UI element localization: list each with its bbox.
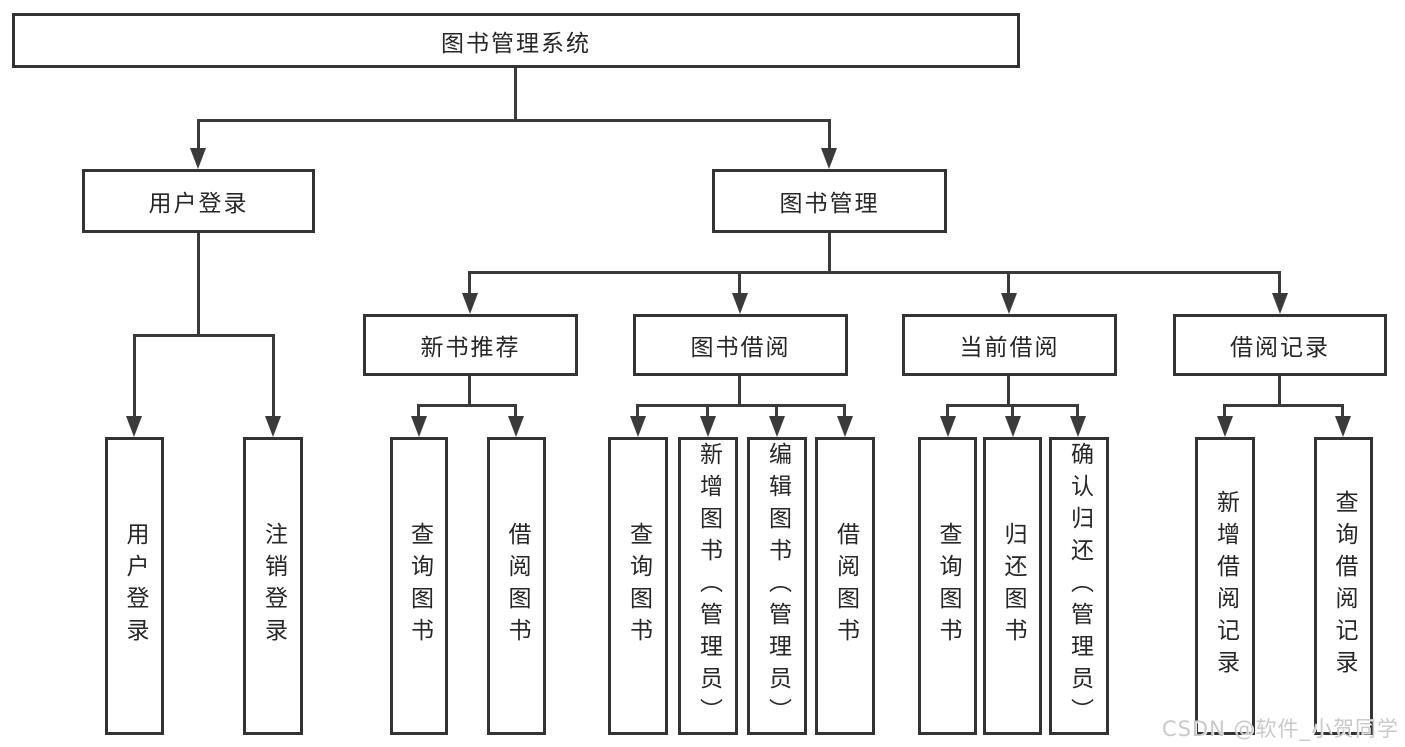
connector-drop-borrow-books-2: [843, 404, 846, 419]
connector-drop-edit-books: [775, 404, 778, 419]
connector-drop-book-management: [828, 119, 831, 151]
arrow-down-query-books-1: [411, 416, 427, 437]
leaf-query-borrow-record: 查询借阅记录: [1314, 437, 1373, 735]
connector-drop-add-books: [706, 404, 709, 419]
node-user-login-label: 用户登录: [148, 191, 249, 217]
node-root: 图书管理系统: [12, 13, 1020, 68]
arrow-down-return-books: [1005, 416, 1021, 437]
leaf-query-books-3-label: 查询图书: [935, 522, 961, 650]
connector-book-management-trunk: [828, 233, 831, 273]
connector-drop-return-books: [1011, 404, 1014, 419]
leaf-return-books-label: 归还图书: [1000, 522, 1026, 650]
arrow-down-user-login: [190, 148, 206, 169]
node-new-book-recommend: 新书推荐: [363, 314, 578, 376]
leaf-user-login: 用户登录: [105, 437, 164, 735]
arrow-down-query-books-2: [630, 416, 646, 437]
arrow-down-confirm-return: [1070, 416, 1086, 437]
connector-drop-user-login: [197, 119, 200, 151]
connector-drop-add-record: [1223, 404, 1226, 419]
connector-new-book-trunk: [468, 376, 471, 407]
arrow-down-current-borrow: [1001, 293, 1017, 314]
connector-drop-borrow-books-1: [514, 404, 517, 419]
connector-user-login-trunk: [197, 233, 200, 336]
node-borrow-records: 借阅记录: [1173, 314, 1387, 376]
connector-drop-query-books-2: [636, 404, 639, 419]
leaf-user-login-label: 用户登录: [122, 522, 148, 650]
node-book-management: 图书管理: [712, 169, 947, 233]
leaf-query-books-1: 查询图书: [390, 437, 448, 735]
leaf-confirm-return-admin-label: 确认归还（管理员）: [1066, 442, 1093, 730]
arrow-down-book-management: [821, 148, 837, 169]
connector-borrow-records-trunk: [1278, 376, 1281, 407]
arrow-down-borrow-records: [1272, 293, 1288, 314]
leaf-borrow-books-1-label: 借阅图书: [504, 522, 530, 650]
arrow-down-query-books-3: [940, 416, 956, 437]
leaf-logout: 注销登录: [243, 437, 303, 735]
connector-drop-leaf-user-login: [133, 334, 136, 419]
arrow-down-borrow-books-1: [508, 416, 524, 437]
connector-book-borrow-trunk: [738, 376, 741, 407]
node-root-label: 图书管理系统: [441, 30, 591, 57]
node-new-book-recommend-label: 新书推荐: [420, 335, 521, 361]
node-book-management-label: 图书管理: [779, 191, 880, 217]
connector-borrow-records-split: [1223, 404, 1343, 407]
node-current-borrow: 当前借阅: [902, 314, 1117, 376]
connector-drop-book-borrow: [738, 271, 741, 296]
leaf-confirm-return-admin: 确认归还（管理员）: [1049, 437, 1109, 735]
leaf-edit-books-admin: 编辑图书（管理员）: [747, 437, 807, 735]
connector-drop-leaf-logout: [272, 334, 275, 419]
leaf-query-books-2-label: 查询图书: [625, 522, 652, 650]
leaf-query-books-2: 查询图书: [608, 437, 668, 735]
node-current-borrow-label: 当前借阅: [959, 335, 1060, 361]
leaf-edit-books-admin-label: 编辑图书（管理员）: [764, 442, 791, 730]
connector-drop-query-record: [1341, 404, 1344, 419]
connector-current-borrow-trunk: [1007, 376, 1010, 407]
arrow-down-leaf-user-login: [126, 416, 142, 437]
leaf-add-books-admin: 新增图书（管理员）: [678, 437, 738, 735]
node-book-borrow-label: 图书借阅: [690, 335, 791, 361]
arrow-down-query-record: [1335, 416, 1351, 437]
leaf-borrow-books-2: 借阅图书: [815, 437, 875, 735]
connector-drop-confirm-return: [1076, 404, 1079, 419]
arrow-down-edit-books: [769, 416, 785, 437]
connector-level3-split: [468, 271, 1281, 274]
leaf-query-borrow-record-label: 查询借阅记录: [1331, 490, 1357, 682]
arrow-down-add-books: [700, 416, 716, 437]
connector-drop-query-books-1: [417, 404, 420, 419]
leaf-query-books-1-label: 查询图书: [406, 522, 433, 650]
connector-drop-borrow-records: [1278, 271, 1281, 296]
node-book-borrow: 图书借阅: [633, 314, 848, 376]
leaf-add-borrow-record-label: 新增借阅记录: [1212, 490, 1239, 682]
leaf-logout-label: 注销登录: [260, 522, 287, 650]
connector-root-trunk: [514, 68, 517, 120]
arrow-down-add-record: [1217, 416, 1233, 437]
connector-book-borrow-split: [636, 404, 846, 407]
leaf-add-borrow-record: 新增借阅记录: [1195, 437, 1255, 735]
arrow-down-leaf-logout: [265, 416, 281, 437]
arrow-down-borrow-books-2: [837, 416, 853, 437]
connector-drop-new-book-recommend: [468, 271, 471, 296]
connector-drop-current-borrow: [1007, 271, 1010, 296]
leaf-return-books: 归还图书: [983, 437, 1042, 735]
connector-drop-query-books-3: [946, 404, 949, 419]
node-borrow-records-label: 借阅记录: [1230, 335, 1330, 361]
arrow-down-new-book-recommend: [462, 293, 478, 314]
connector-top-split: [197, 119, 831, 122]
leaf-query-books-3: 查询图书: [918, 437, 977, 735]
node-user-login: 用户登录: [82, 169, 315, 233]
connector-user-login-split: [133, 334, 275, 337]
leaf-borrow-books-2-label: 借阅图书: [832, 522, 859, 650]
leaf-borrow-books-1: 借阅图书: [487, 437, 546, 735]
leaf-add-books-admin-label: 新增图书（管理员）: [695, 442, 722, 730]
connector-new-book-split: [417, 404, 517, 407]
arrow-down-book-borrow: [732, 293, 748, 314]
